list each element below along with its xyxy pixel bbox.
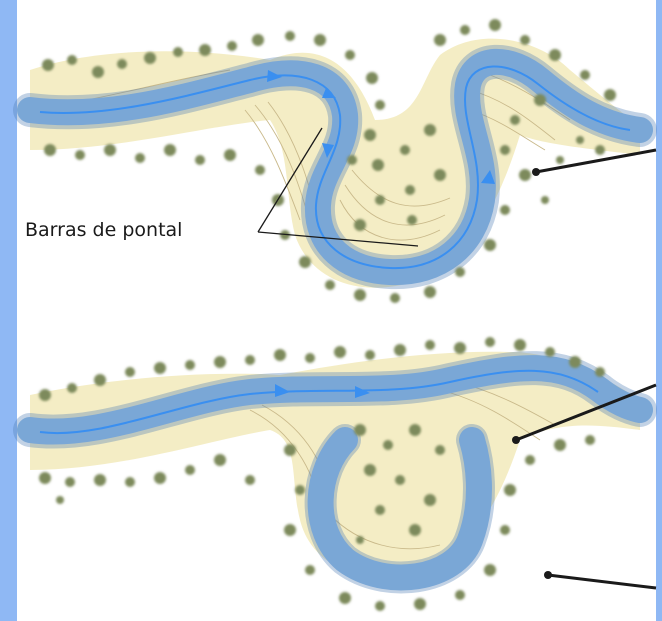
top-callout <box>532 150 656 176</box>
point-bars-label: Barras de pontal <box>25 219 182 241</box>
bottom-meander <box>30 352 640 578</box>
top-meander <box>30 39 640 288</box>
bottom-callout-floodplain <box>544 571 656 588</box>
